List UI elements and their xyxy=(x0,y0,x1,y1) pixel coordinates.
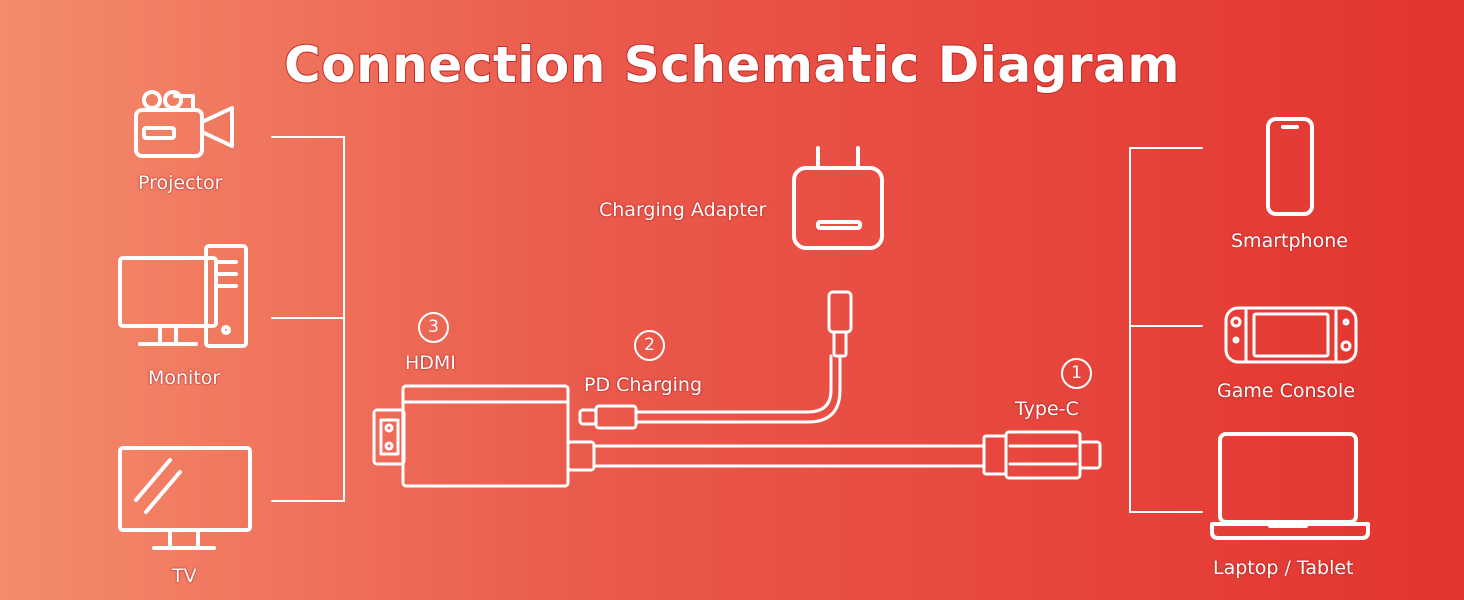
game-console-icon xyxy=(1224,306,1358,364)
right-bracket-lines xyxy=(1129,147,1203,513)
type-c-connector xyxy=(982,430,1102,480)
smartphone-label: Smartphone xyxy=(1231,230,1348,252)
laptop-tablet-label: Laptop / Tablet xyxy=(1213,557,1354,579)
monitor-label: Monitor xyxy=(148,367,221,389)
port-number-1: 1 xyxy=(1061,358,1092,389)
port-number-2: 2 xyxy=(634,330,665,361)
hdmi-label: HDMI xyxy=(405,352,456,374)
pd-charging-connector xyxy=(578,404,638,430)
projector-icon xyxy=(134,90,234,158)
hdmi-adapter-body xyxy=(372,384,596,488)
monitor-icon xyxy=(118,244,248,348)
adapter-cable xyxy=(634,290,853,424)
tv-icon xyxy=(118,446,252,550)
diagram-title: Connection Schematic Diagram xyxy=(283,35,1180,95)
port-number-3: 3 xyxy=(418,312,449,343)
charging-adapter-icon xyxy=(792,146,884,250)
laptop-icon xyxy=(1210,432,1370,540)
game-console-label: Game Console xyxy=(1217,380,1356,402)
pd-charging-label: PD Charging xyxy=(584,374,702,396)
tv-label: TV xyxy=(172,565,197,587)
type-c-label: Type-C xyxy=(1015,398,1079,420)
main-cable xyxy=(592,444,986,468)
charging-adapter-label: Charging Adapter xyxy=(599,199,767,221)
left-bracket-lines xyxy=(271,136,345,502)
smartphone-icon xyxy=(1266,117,1314,216)
projector-label: Projector xyxy=(138,172,223,194)
